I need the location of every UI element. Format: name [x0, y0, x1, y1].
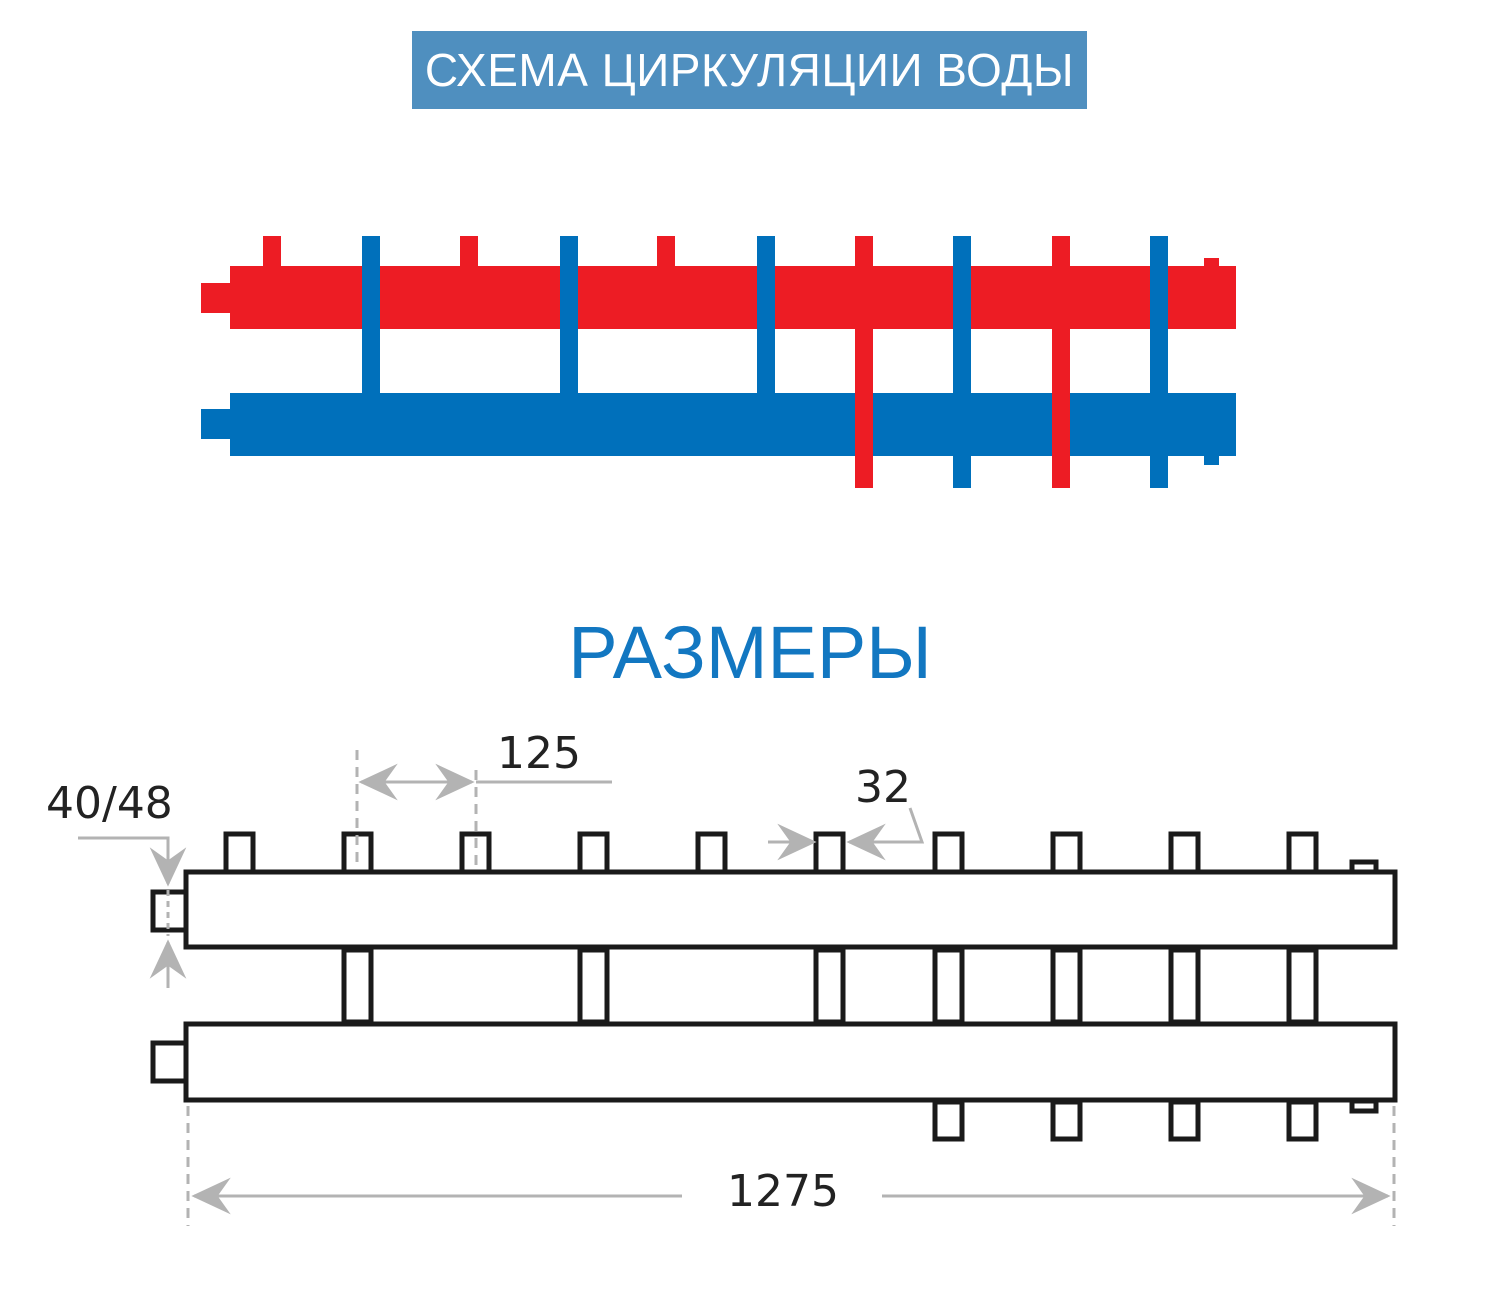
upper-header-outline — [183, 869, 1398, 950]
top-stub — [932, 831, 965, 875]
outlet-diameter-right-arrow — [846, 807, 925, 861]
hot-end-cap — [1204, 258, 1219, 268]
connector-pipe — [813, 947, 846, 1025]
lower-inlet-outline — [150, 1040, 189, 1084]
connector-pipe — [1286, 947, 1319, 1025]
hot-supply-stub — [263, 236, 281, 268]
pitch-label: 125 — [497, 728, 581, 779]
lower-header-outline — [183, 1021, 1398, 1103]
outlet-diameter-label: 32 — [855, 762, 911, 813]
cold-return-pipe — [560, 236, 578, 454]
hot-supply-stub — [657, 236, 675, 268]
lower-end-cap — [1349, 1098, 1379, 1114]
top-stub — [695, 831, 728, 875]
top-stub — [223, 831, 256, 875]
top-stub — [813, 831, 846, 875]
connector-pipe — [932, 947, 965, 1025]
hot-supply-stub — [460, 236, 478, 268]
top-stub — [577, 831, 610, 875]
inlet-diameter-leader — [78, 836, 187, 887]
inlet-diameter-label: 40/48 — [46, 778, 173, 829]
top-stub — [1050, 831, 1083, 875]
cold-end-cap — [1204, 455, 1219, 465]
top-stub — [459, 831, 492, 875]
cold-return-pipe — [757, 236, 775, 454]
bottom-stub — [1168, 1099, 1201, 1142]
bottom-stub — [1286, 1099, 1319, 1142]
sizes-title: РАЗМЕРЫ — [568, 611, 932, 694]
cold-return-pipe — [1150, 236, 1168, 488]
hot-inlet — [201, 283, 231, 313]
total-length-label: 1275 — [727, 1166, 839, 1217]
top-stub — [341, 831, 374, 875]
top-stub — [1168, 831, 1201, 875]
cold-return-pipe — [953, 236, 971, 488]
bottom-stub — [932, 1099, 965, 1142]
connector-pipe — [1050, 947, 1083, 1025]
circulation-diagram — [201, 236, 1236, 488]
connector-pipe — [577, 947, 610, 1025]
upper-end-cap — [1349, 859, 1379, 875]
hot-supply-pipe — [1052, 236, 1070, 488]
connector-pipe — [1168, 947, 1201, 1025]
cold-return-pipe — [362, 236, 380, 454]
cold-inlet — [201, 409, 231, 439]
bottom-stub — [1050, 1099, 1083, 1142]
connector-pipe — [341, 947, 374, 1025]
hot-supply-pipe — [855, 236, 873, 488]
top-stub — [1286, 831, 1319, 875]
page-title: СХЕМА ЦИРКУЛЯЦИИ ВОДЫ — [424, 44, 1075, 96]
title-banner: СХЕМА ЦИРКУЛЯЦИИ ВОДЫ — [412, 31, 1087, 109]
